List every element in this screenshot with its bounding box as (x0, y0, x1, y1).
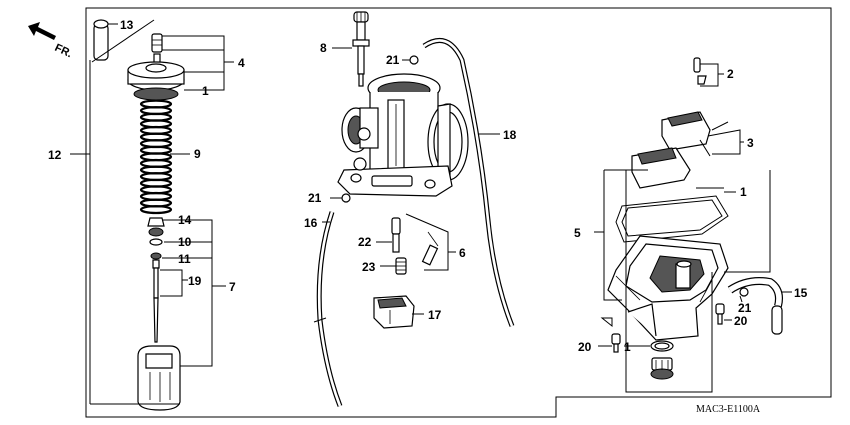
overflow-hose (727, 277, 783, 335)
throttle-valve-spring (139, 99, 173, 215)
float-bowl-gasket (615, 195, 729, 243)
callout-3: 3 (747, 136, 754, 150)
diagram-code: MAC3-E1100A (696, 404, 761, 415)
throttle-adjuster-screw (151, 33, 163, 65)
float (631, 111, 711, 189)
callout-16: 16 (304, 216, 318, 230)
pilot-jet (395, 257, 407, 275)
hose-clip-lower (341, 193, 351, 203)
direction-label: FR. (53, 42, 74, 60)
hose-clip-upper (409, 55, 419, 65)
callout-20-right: 20 (734, 314, 748, 328)
carburetor-top-cap (127, 61, 185, 101)
callout-23: 23 (362, 260, 376, 274)
callout-4: 4 (238, 56, 245, 70)
callout-11: 11 (178, 252, 191, 266)
callout-20-left: 20 (578, 340, 592, 354)
callout-17: 17 (428, 308, 442, 322)
cap-bracket-line (91, 19, 155, 63)
jet-needle (153, 267, 159, 343)
diagram-frame (85, 7, 832, 418)
callout-19: 19 (188, 274, 202, 288)
callout-1-gasket: 1 (740, 185, 747, 199)
needle-clip-retainer (147, 217, 165, 269)
drain-plug (650, 357, 674, 380)
callout-21-upper: 21 (386, 53, 400, 67)
right-leader-lines (594, 169, 771, 393)
throttle-stop-cover (373, 295, 415, 329)
cap-cover-boot (93, 19, 118, 61)
pilot-screw (391, 217, 401, 253)
throttle-valve-slide (137, 345, 181, 411)
callout-1-oring: 1 (624, 340, 631, 354)
callout-8: 8 (320, 41, 327, 55)
callout-14: 14 (178, 213, 192, 227)
callout-15: 15 (794, 286, 808, 300)
float-pin (693, 57, 707, 85)
drain-hose (313, 211, 343, 407)
callout-2: 2 (727, 67, 734, 81)
float-chamber-bowl (607, 235, 729, 341)
callout-9: 9 (194, 147, 201, 161)
callout-7: 7 (229, 280, 236, 294)
callout-21-right: 21 (738, 301, 752, 315)
callout-18: 18 (503, 128, 517, 142)
breather-hose (422, 37, 515, 327)
hose-clip-right (739, 287, 749, 297)
callout-10: 10 (178, 235, 192, 249)
callout-5: 5 (574, 226, 581, 240)
callout-6: 6 (459, 246, 466, 260)
bowl-screw-left (611, 333, 621, 353)
callout-13: 13 (120, 18, 134, 32)
front-direction-arrow-icon: FR. (28, 22, 74, 60)
callout-1-top-cap: 1 (202, 84, 209, 98)
callout-21-lower: 21 (308, 191, 322, 205)
left-leader-lines (70, 35, 234, 367)
carburetor-body (337, 73, 469, 197)
air-screw-set (421, 231, 439, 266)
callout-22: 22 (358, 235, 372, 249)
bowl-screw-right (715, 303, 725, 325)
starter-plunger (352, 11, 370, 87)
drain-plug-oring (650, 340, 674, 352)
callout-12: 12 (48, 148, 62, 162)
